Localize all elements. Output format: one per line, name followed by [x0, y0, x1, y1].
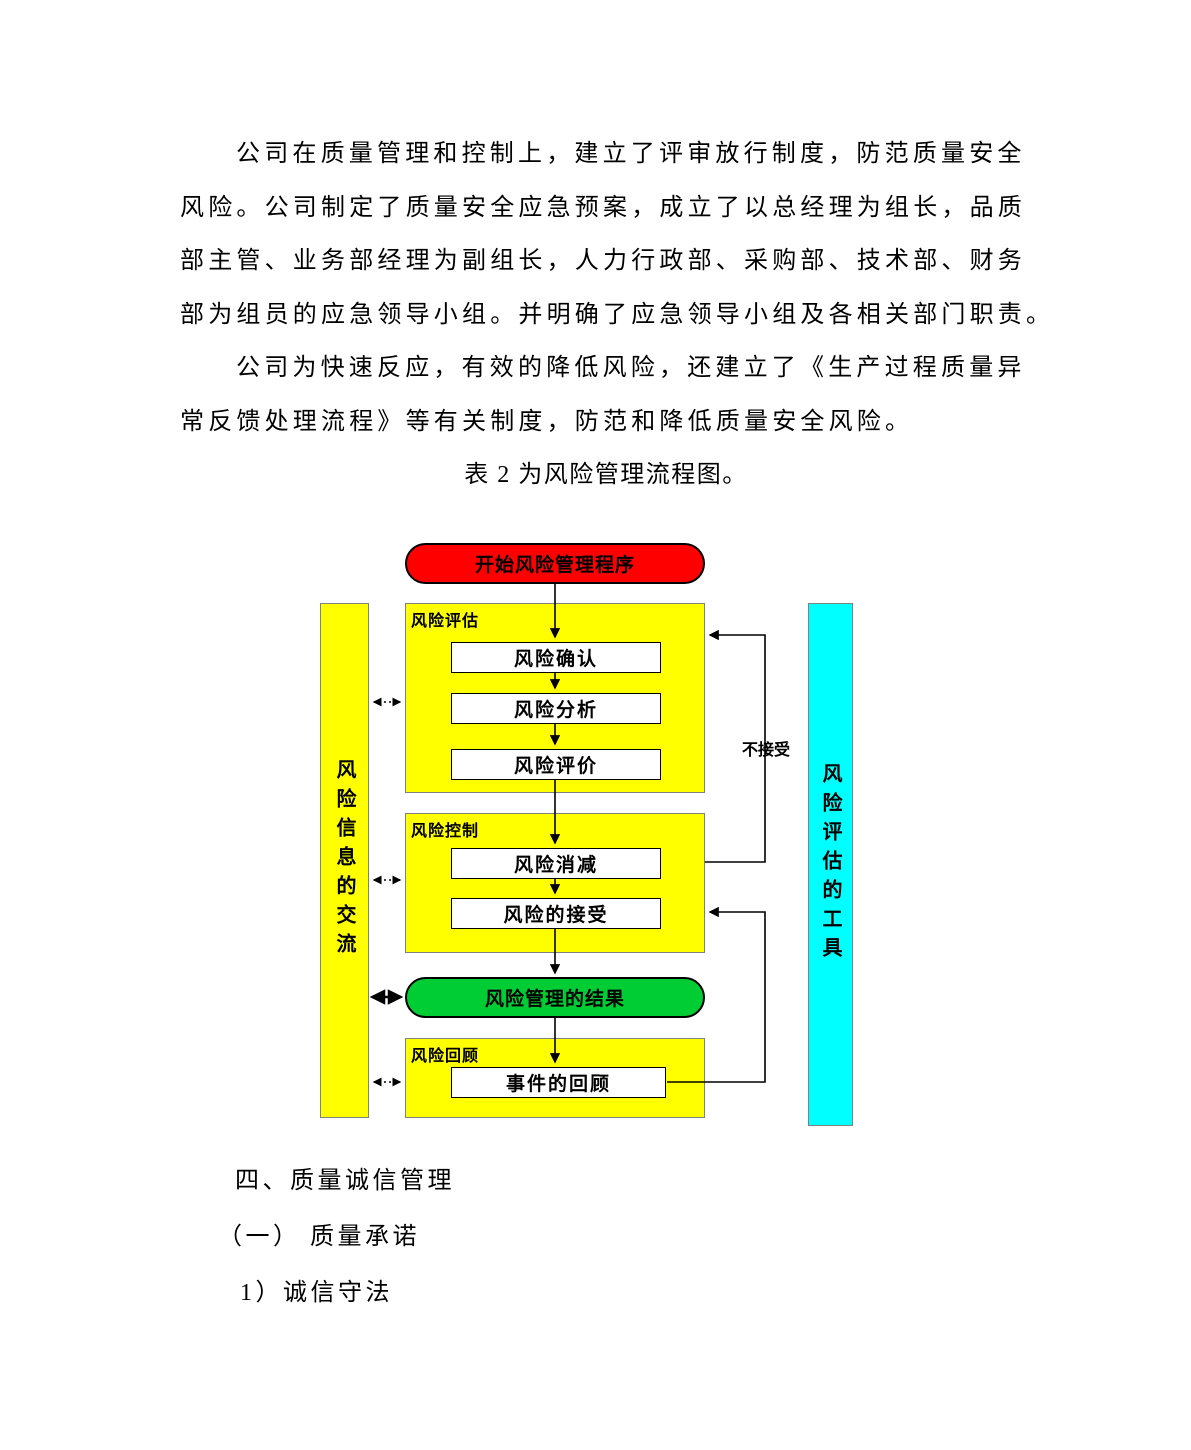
group-label: 风险控制 — [411, 823, 480, 840]
result-node: 风险管理的结果 — [405, 977, 705, 1018]
step-risk-analysis: 风险分析 — [451, 693, 661, 724]
group-label: 风险回顾 — [411, 1048, 480, 1065]
subsection-heading-quality-commitment: （一） 质量承诺 — [218, 1224, 420, 1250]
paragraph1-line: 部为组员的应急领导小组。并明确了应急领导小组及各相关部门职责。 — [180, 301, 1055, 328]
section-heading-quality-integrity: 四、质量诚信管理 — [235, 1168, 455, 1194]
paragraph2-line: 常反馈处理流程》等有关制度，防范和降低质量安全风险。 — [180, 408, 914, 435]
step-risk-acceptance: 风险的接受 — [451, 898, 661, 929]
group-label: 风险评估 — [411, 613, 480, 630]
paragraph1-line: 风险。公司制定了质量安全应急预案，成立了以总经理为组长，品质 — [180, 194, 1026, 221]
step-risk-evaluation: 风险评价 — [451, 749, 661, 780]
reject-branch-label: 不接受 — [741, 742, 790, 759]
left-bar-risk-communication: 风险信息的交流 — [320, 603, 369, 1118]
right-bar-assessment-tools: 风险评估的工具 — [808, 603, 853, 1126]
group-risk-review: 风险回顾 事件的回顾 — [405, 1038, 705, 1118]
item-heading-integrity-law: 1）诚信守法 — [240, 1280, 393, 1306]
step-risk-reduction: 风险消减 — [451, 848, 661, 879]
step-risk-confirmation: 风险确认 — [451, 642, 661, 673]
group-risk-control: 风险控制 风险消减 风险的接受 — [405, 813, 705, 953]
body-text: 公司在质量管理和控制上，建立了评审放行制度，防范质量安全 风险。公司制定了质量安… — [180, 128, 1055, 503]
paragraph1-line: 公司在质量管理和控制上，建立了评审放行制度，防范质量安全 — [236, 141, 1026, 167]
figure-caption: 表 2 为风险管理流程图。 — [464, 462, 748, 488]
step-event-review: 事件的回顾 — [451, 1067, 666, 1098]
paragraph1-line: 部主管、业务部经理为副组长，人力行政部、采购部、技术部、财务 — [180, 248, 1026, 274]
paragraph2-line: 公司为快速反应，有效的降低风险，还建立了《生产过程质量异 — [236, 355, 1026, 381]
group-risk-assessment: 风险评估 风险确认 风险分析 风险评价 — [405, 603, 705, 793]
start-node: 开始风险管理程序 — [405, 543, 705, 584]
